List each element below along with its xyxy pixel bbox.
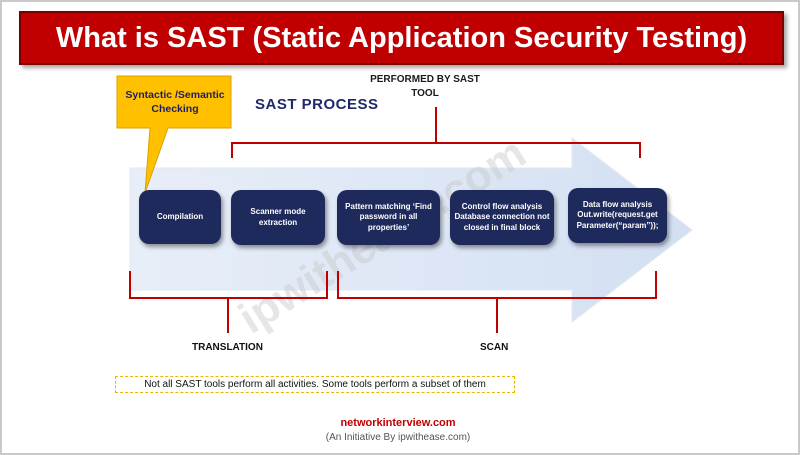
step-data-flow: Data flow analysis Out.write(request.get… — [568, 188, 667, 243]
performed-by-label: PERFORMED BY SAST TOOL — [370, 74, 480, 99]
brace-scan — [337, 271, 657, 333]
site-name: networkinterview.com — [340, 417, 456, 429]
brace-performed — [231, 107, 641, 158]
callout-bubble — [116, 75, 232, 194]
step-pattern-matching: Pattern matching ‘Find password in all p… — [337, 190, 440, 245]
process-title: SAST PROCESS — [255, 96, 379, 113]
title-banner: What is SAST (Static Application Securit… — [19, 11, 784, 65]
footnote-box: Not all SAST tools perform all activitie… — [115, 376, 515, 393]
page-title: What is SAST (Static Application Securit… — [55, 21, 748, 54]
brace-translation — [129, 271, 328, 333]
initiative-text: (An Initiative By ipwithease.com) — [325, 432, 471, 443]
step-control-flow: Control flow analysis Database connectio… — [450, 190, 554, 245]
step-compilation: Compilation — [139, 190, 221, 244]
scan-label: SCAN — [480, 342, 509, 353]
callout-text: Syntactic /Semantic Checking — [125, 89, 225, 115]
translation-label: TRANSLATION — [192, 342, 263, 353]
step-scanner-mode: Scanner mode extraction — [231, 190, 325, 245]
footnote-text: Not all SAST tools perform all activitie… — [144, 379, 486, 390]
